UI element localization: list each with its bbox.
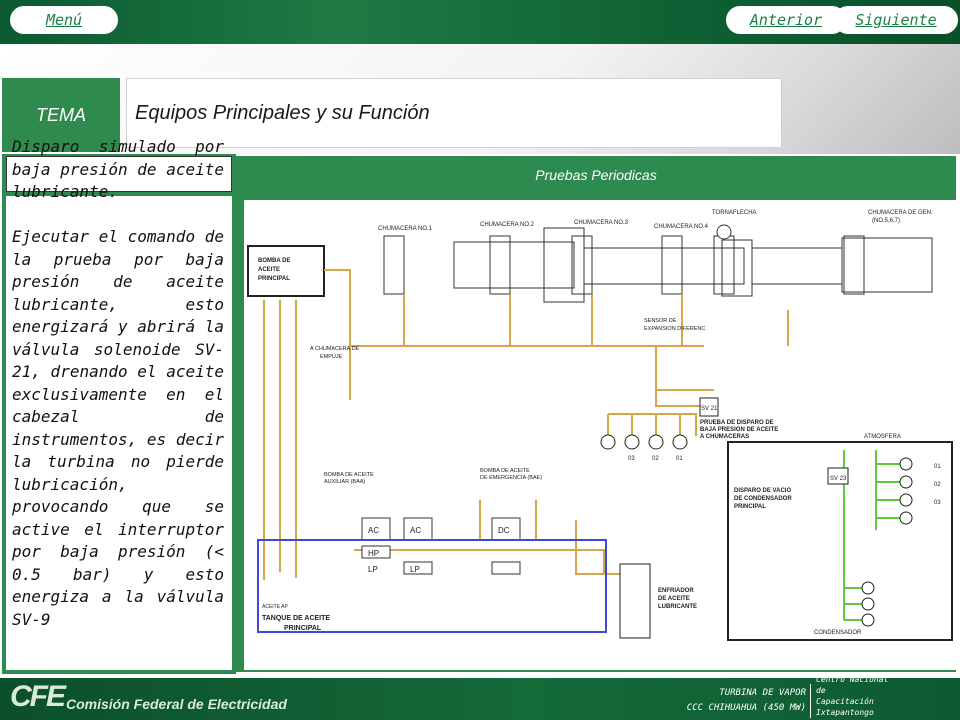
svg-text:03: 03 bbox=[628, 456, 635, 462]
center-line-4: Ixtapantongo bbox=[816, 708, 874, 717]
label-tornaflecha: TORNAFLECHA bbox=[712, 210, 757, 216]
label-chumacera-3: CHUMACERA NO.3 bbox=[574, 220, 629, 226]
center-line-1: Centro Nacional bbox=[816, 675, 889, 684]
svg-text:SENSOR DE: SENSOR DE bbox=[644, 318, 677, 324]
svg-text:A CHUMACERA DE: A CHUMACERA DE bbox=[310, 346, 360, 352]
svg-text:BOMBA DE: BOMBA DE bbox=[258, 258, 290, 264]
next-link[interactable]: Siguiente bbox=[855, 11, 937, 29]
svg-text:DISPARO DE VACIO: DISPARO DE VACIO bbox=[734, 488, 791, 494]
svg-text:PRINCIPAL: PRINCIPAL bbox=[734, 504, 766, 510]
svg-text:ACEITE AP: ACEITE AP bbox=[262, 604, 289, 610]
footer-course-info: TURBINA DE VAPOR CCC CHIHUAHUA (450 MW) bbox=[640, 686, 806, 716]
footer-line-2: CCC CHIHUAHUA (450 MW) bbox=[686, 703, 806, 713]
label-chumacera-1: CHUMACERA NO.1 bbox=[378, 226, 433, 232]
left-label-box bbox=[6, 156, 232, 192]
generator-shaft bbox=[841, 237, 933, 293]
training-center: Centro Nacional de Capacitación Ixtapant… bbox=[816, 674, 936, 718]
svg-text:LP: LP bbox=[410, 565, 420, 574]
svg-text:BOMBA DE ACEITE: BOMBA DE ACEITE bbox=[324, 472, 374, 478]
label-chumacera-4: CHUMACERA NO.4 bbox=[654, 224, 709, 230]
oil-cooler bbox=[619, 563, 651, 639]
coupling-1 bbox=[543, 227, 585, 303]
svg-text:DE CONDENSADOR: DE CONDENSADOR bbox=[734, 496, 792, 502]
section-bar: Pruebas Periodicas bbox=[236, 156, 956, 194]
shaft-section-2 bbox=[583, 247, 745, 285]
sv-21-valve bbox=[699, 397, 719, 417]
previous-button[interactable]: Anterior bbox=[726, 6, 846, 34]
svg-text:DC: DC bbox=[498, 526, 510, 535]
svg-text:PRUEBA DE DISPARO DE: PRUEBA DE DISPARO DE bbox=[700, 420, 774, 426]
tema-label: TEMA bbox=[2, 78, 120, 152]
svg-text:PRINCIPAL: PRINCIPAL bbox=[258, 276, 290, 282]
svg-text:DE EMERGENCIA (BAE): DE EMERGENCIA (BAE) bbox=[480, 475, 542, 481]
svg-text:EMPUJE: EMPUJE bbox=[320, 354, 343, 360]
footer-divider bbox=[810, 684, 811, 718]
cfe-logo: CFE bbox=[10, 680, 66, 713]
label-chumacera-gen-sub: (NO.5,6,7) bbox=[872, 218, 900, 224]
center-line-3: Capacitación bbox=[816, 697, 874, 706]
page-title: Equipos Principales y su Función bbox=[126, 78, 782, 148]
svg-text:SV 21: SV 21 bbox=[701, 406, 718, 412]
shaft-section-1 bbox=[453, 241, 575, 289]
sv-23-valve bbox=[827, 467, 849, 485]
shaft-section-3 bbox=[751, 247, 843, 285]
svg-text:DE ACEITE: DE ACEITE bbox=[658, 596, 690, 602]
svg-text:EXPANSION DIFERENC: EXPANSION DIFERENC bbox=[644, 326, 705, 332]
svg-text:AC: AC bbox=[410, 526, 421, 535]
svg-text:BOMBA DE ACEITE: BOMBA DE ACEITE bbox=[480, 468, 530, 474]
svg-text:CONDENSADOR: CONDENSADOR bbox=[814, 630, 862, 636]
svg-text:02: 02 bbox=[652, 456, 659, 462]
next-button[interactable]: Siguiente bbox=[834, 6, 958, 34]
previous-link[interactable]: Anterior bbox=[749, 11, 823, 29]
svg-text:LP: LP bbox=[368, 565, 378, 574]
svg-text:A CHUMACERAS: A CHUMACERAS bbox=[700, 434, 749, 440]
company-name: Comisión Federal de Electricidad bbox=[66, 696, 287, 712]
main-oil-tank bbox=[257, 539, 607, 633]
svg-text:TANQUE DE ACEITE: TANQUE DE ACEITE bbox=[262, 615, 330, 622]
description-panel bbox=[6, 196, 232, 670]
svg-text:PRINCIPAL: PRINCIPAL bbox=[284, 625, 322, 632]
center-line-2: de bbox=[816, 686, 826, 695]
footer-line-1: TURBINA DE VAPOR bbox=[719, 688, 806, 698]
svg-text:SV 23: SV 23 bbox=[830, 476, 847, 482]
description-text: Disparo simulado por baja presión de ace… bbox=[12, 137, 224, 629]
svg-text:01: 01 bbox=[934, 464, 941, 470]
menu-link[interactable]: Menú bbox=[45, 11, 83, 29]
footer-bar bbox=[0, 678, 960, 720]
menu-button[interactable]: Menú bbox=[10, 6, 118, 34]
svg-text:BAJA PRESION DE ACEITE: BAJA PRESION DE ACEITE bbox=[700, 427, 778, 433]
svg-text:LUBRICANTE: LUBRICANTE bbox=[658, 604, 697, 610]
svg-text:01: 01 bbox=[676, 456, 683, 462]
label-chumacera-2: CHUMACERA NO.2 bbox=[480, 222, 535, 228]
lube-oil-diagram: CHUMACERA NO.1 CHUMACERA NO.2 CHUMACERA … bbox=[244, 200, 956, 670]
svg-text:03: 03 bbox=[934, 500, 941, 506]
motor-icon bbox=[716, 224, 732, 240]
svg-text:HP: HP bbox=[368, 549, 379, 558]
svg-text:ENFRIADOR: ENFRIADOR bbox=[658, 588, 694, 594]
svg-text:AC: AC bbox=[368, 526, 379, 535]
svg-text:ATMOSFERA: ATMOSFERA bbox=[864, 434, 901, 440]
svg-text:02: 02 bbox=[934, 482, 941, 488]
label-chumacera-gen: CHUMACERA DE GEN. bbox=[868, 210, 933, 216]
svg-text:AUXILIAR (BAA): AUXILIAR (BAA) bbox=[324, 479, 365, 485]
svg-text:ACEITE: ACEITE bbox=[258, 267, 280, 273]
